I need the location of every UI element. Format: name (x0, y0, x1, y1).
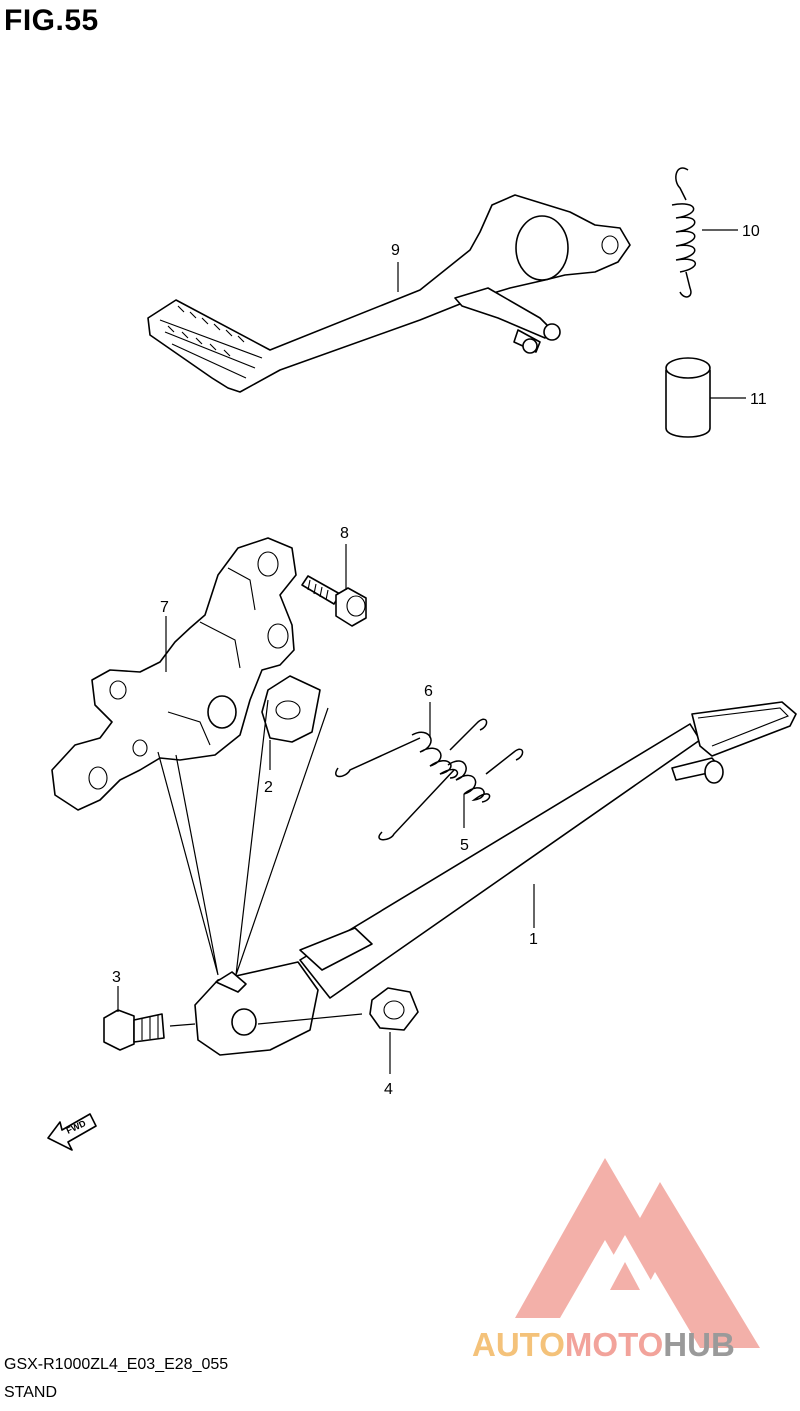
callout-5: 5 (460, 837, 469, 854)
section-name: STAND (4, 1384, 58, 1401)
part-3-bolt (103, 1009, 165, 1051)
part-8-bolt (301, 575, 367, 627)
part-5-spring (378, 748, 524, 841)
part-6-spring (335, 718, 488, 779)
callout-7: 7 (160, 599, 169, 616)
fwd-arrow-icon: FWD (47, 1113, 97, 1151)
callout-2: 2 (264, 779, 273, 796)
watermark-part-moto: MOTO (564, 1326, 664, 1363)
callout-6: 6 (424, 683, 433, 700)
part-4-nut (369, 987, 419, 1031)
callout-8: 8 (340, 525, 349, 542)
watermark-logo-icon (515, 1158, 760, 1348)
callout-3: 3 (112, 969, 121, 986)
assembly-guide-lines (157, 699, 363, 1027)
watermark-part-hub: HUB (663, 1326, 735, 1363)
callout-leaders (117, 229, 746, 1074)
callout-10: 10 (742, 223, 760, 240)
part-11-collar (665, 357, 711, 438)
part-2-plate (261, 675, 321, 743)
part-7-bracket (51, 537, 297, 811)
part-1-side-stand (194, 701, 797, 1056)
callout-9: 9 (391, 242, 400, 259)
watermark-part-auto: AUTO (472, 1326, 565, 1363)
callout-4: 4 (384, 1081, 393, 1098)
part-9-brake-pedal (147, 194, 631, 393)
callout-1: 1 (529, 931, 538, 948)
callout-11: 11 (750, 391, 767, 408)
figure-title: FIG.55 (4, 4, 99, 37)
part-10-spring (671, 167, 696, 298)
model-code: GSX-R1000ZL4_E03_E28_055 (4, 1356, 229, 1373)
watermark-wordmark: AUTOMOTOHUB (472, 1326, 735, 1364)
